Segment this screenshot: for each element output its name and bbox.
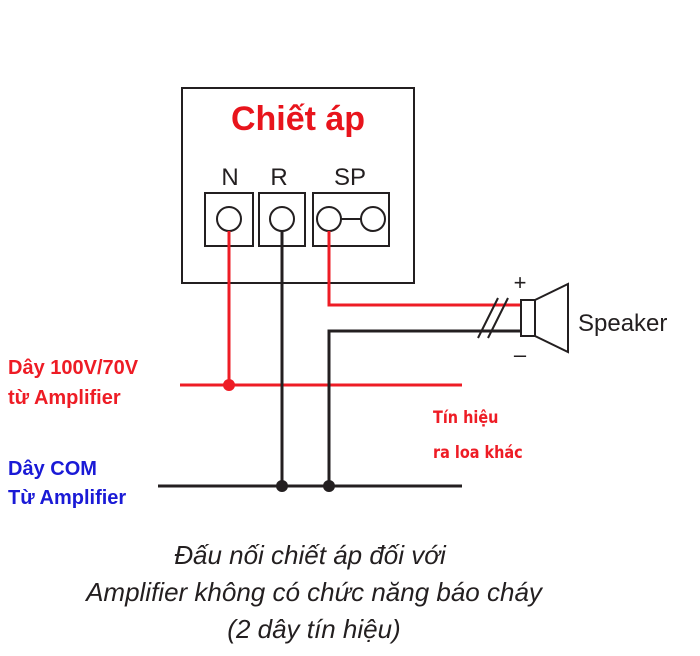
terminal-screw-sp-left bbox=[316, 206, 342, 232]
terminal-screw-sp-right bbox=[360, 206, 386, 232]
junction-com-r bbox=[276, 480, 288, 492]
label-100v-line1: Dây 100V/70V bbox=[8, 357, 139, 379]
potentiometer-box bbox=[181, 87, 415, 284]
terminal-screw-n bbox=[216, 206, 242, 232]
caption-line1: Đấu nối chiết áp đối với bbox=[174, 540, 447, 570]
speaker-minus-label: – bbox=[514, 342, 527, 367]
wire-break-mark-1 bbox=[477, 297, 499, 339]
terminal-label-n: N bbox=[221, 164, 238, 191]
wire-sp-to-speaker-plus bbox=[327, 231, 521, 307]
note-other-speaker-line1: Tín hiệu bbox=[433, 407, 498, 427]
junction-100v bbox=[223, 379, 235, 391]
potentiometer-title: Chiết áp bbox=[231, 100, 365, 138]
terminal-label-sp: SP bbox=[334, 164, 366, 191]
wire-break-mark-2 bbox=[487, 297, 509, 339]
speaker-plus-label: + bbox=[514, 270, 527, 295]
label-100v-line2: từ Amplifier bbox=[8, 387, 121, 409]
terminal-block-sp bbox=[312, 192, 390, 247]
note-other-speaker-line2: ra loa khác bbox=[433, 442, 523, 462]
speaker-cone bbox=[534, 282, 569, 354]
terminal-screw-r bbox=[269, 206, 295, 232]
label-com-line1: Dây COM bbox=[8, 458, 97, 480]
wire-com-to-speaker-minus bbox=[327, 329, 521, 486]
speaker-body bbox=[520, 299, 536, 337]
speaker-label: Speaker bbox=[578, 310, 667, 337]
terminal-label-r: R bbox=[270, 164, 287, 191]
caption-line3: (2 dây tín hiệu) bbox=[227, 614, 400, 644]
caption-line2: Amplifier không có chức năng báo cháy bbox=[84, 577, 544, 607]
label-com-line2: Từ Amplifier bbox=[8, 487, 126, 509]
junction-com-sp bbox=[323, 480, 335, 492]
